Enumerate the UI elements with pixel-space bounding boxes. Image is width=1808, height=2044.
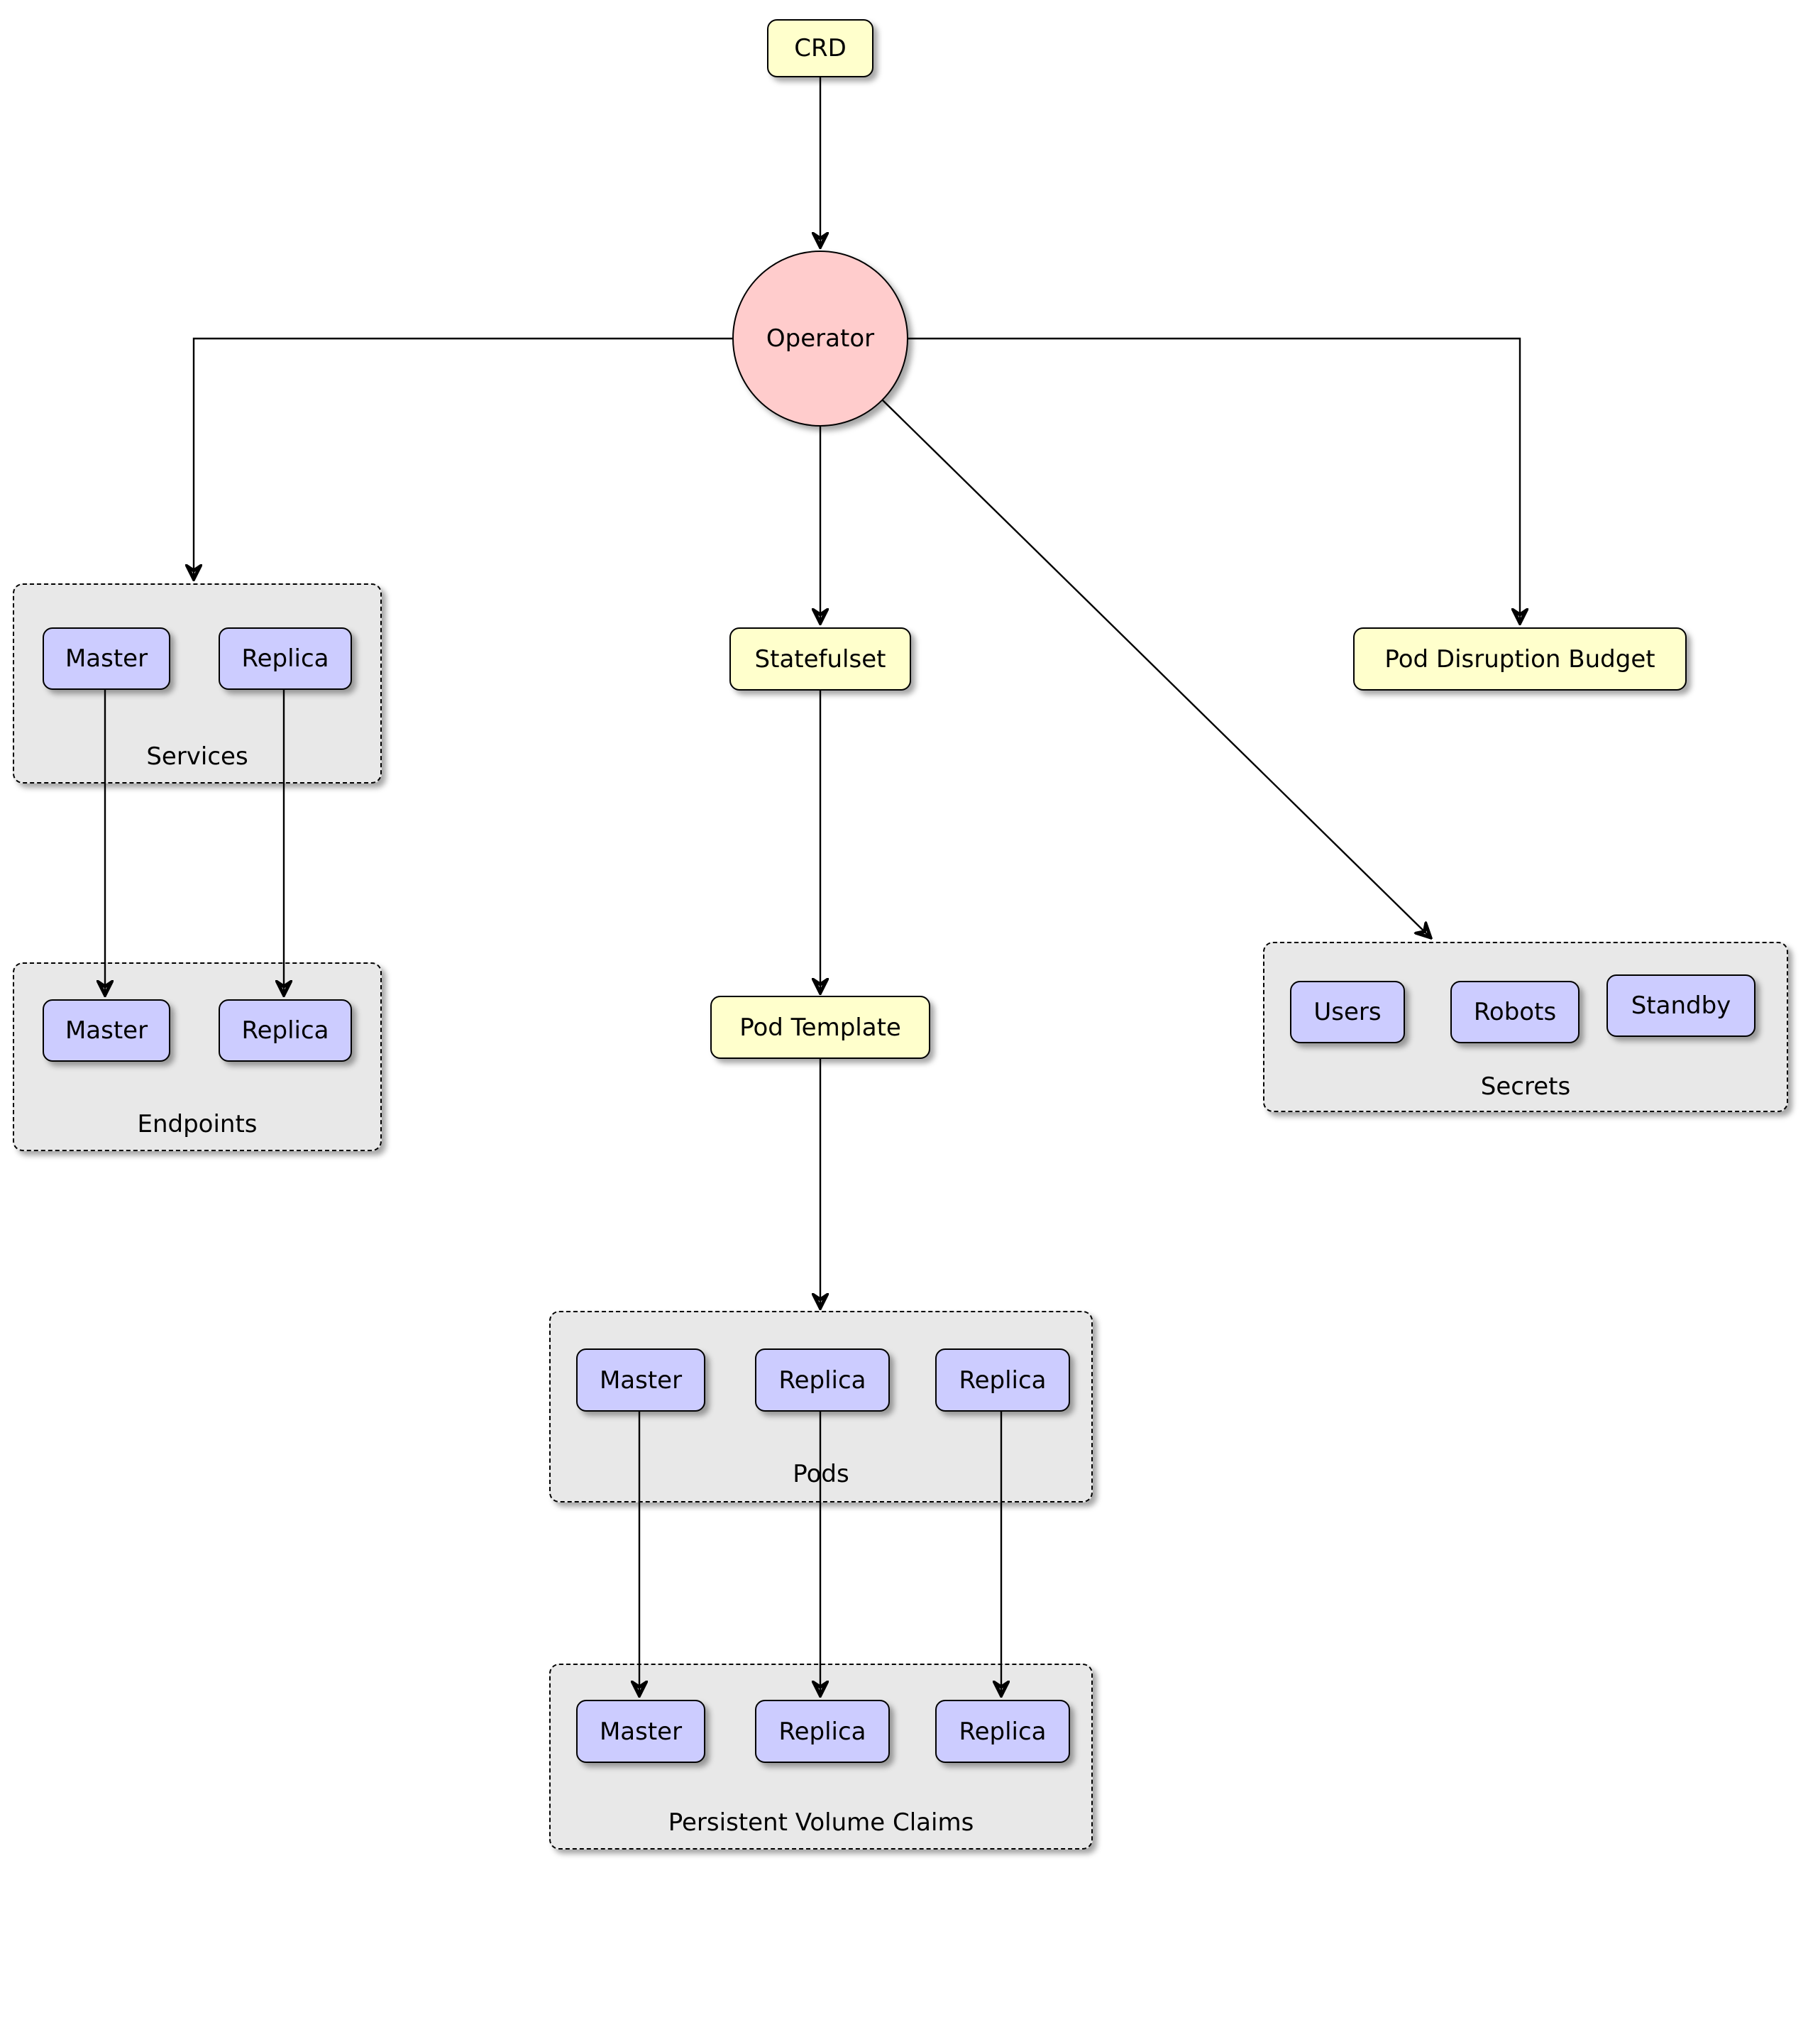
endpoints-group-label: Endpoints [137, 1110, 258, 1138]
pod-template-node: Pod Template [710, 996, 930, 1059]
secrets-group: Users Robots Standby Secrets [1263, 942, 1788, 1112]
pods-master-node: Master [576, 1348, 705, 1412]
persistent-volume-claims-group-label: Persistent Volume Claims [668, 1808, 974, 1837]
services-group: Master Replica Services [13, 583, 382, 784]
pods-group-label: Pods [793, 1460, 849, 1488]
arrow-operator-to-secrets [882, 400, 1431, 938]
arrow-operator-to-pod-disruption-budget [908, 337, 1520, 623]
secrets-standby-node: Standby [1606, 974, 1755, 1037]
endpoints-replica-node: Replica [219, 999, 352, 1062]
pvc-replica-node-2: Replica [935, 1700, 1070, 1763]
endpoints-master-node: Master [43, 999, 170, 1062]
pods-replica-node-2: Replica [935, 1348, 1070, 1412]
persistent-volume-claims-group: Master Replica Replica Persistent Volume… [549, 1664, 1093, 1850]
secrets-robots-node: Robots [1450, 981, 1580, 1043]
crd-node: CRD [767, 19, 873, 77]
services-group-label: Services [146, 742, 248, 771]
arrow-operator-to-services [194, 337, 732, 579]
pods-group: Master Replica Replica Pods [549, 1311, 1093, 1502]
statefulset-node: Statefulset [729, 627, 911, 691]
secrets-users-node: Users [1290, 981, 1405, 1043]
endpoints-group: Master Replica Endpoints [13, 962, 382, 1151]
secrets-group-label: Secrets [1480, 1072, 1571, 1101]
pvc-replica-node-1: Replica [755, 1700, 890, 1763]
pod-disruption-budget-node: Pod Disruption Budget [1353, 627, 1687, 691]
services-replica-node: Replica [219, 627, 352, 690]
pvc-master-node: Master [576, 1700, 705, 1763]
services-master-node: Master [43, 627, 170, 690]
pods-replica-node-1: Replica [755, 1348, 890, 1412]
operator-node: Operator [732, 251, 908, 427]
